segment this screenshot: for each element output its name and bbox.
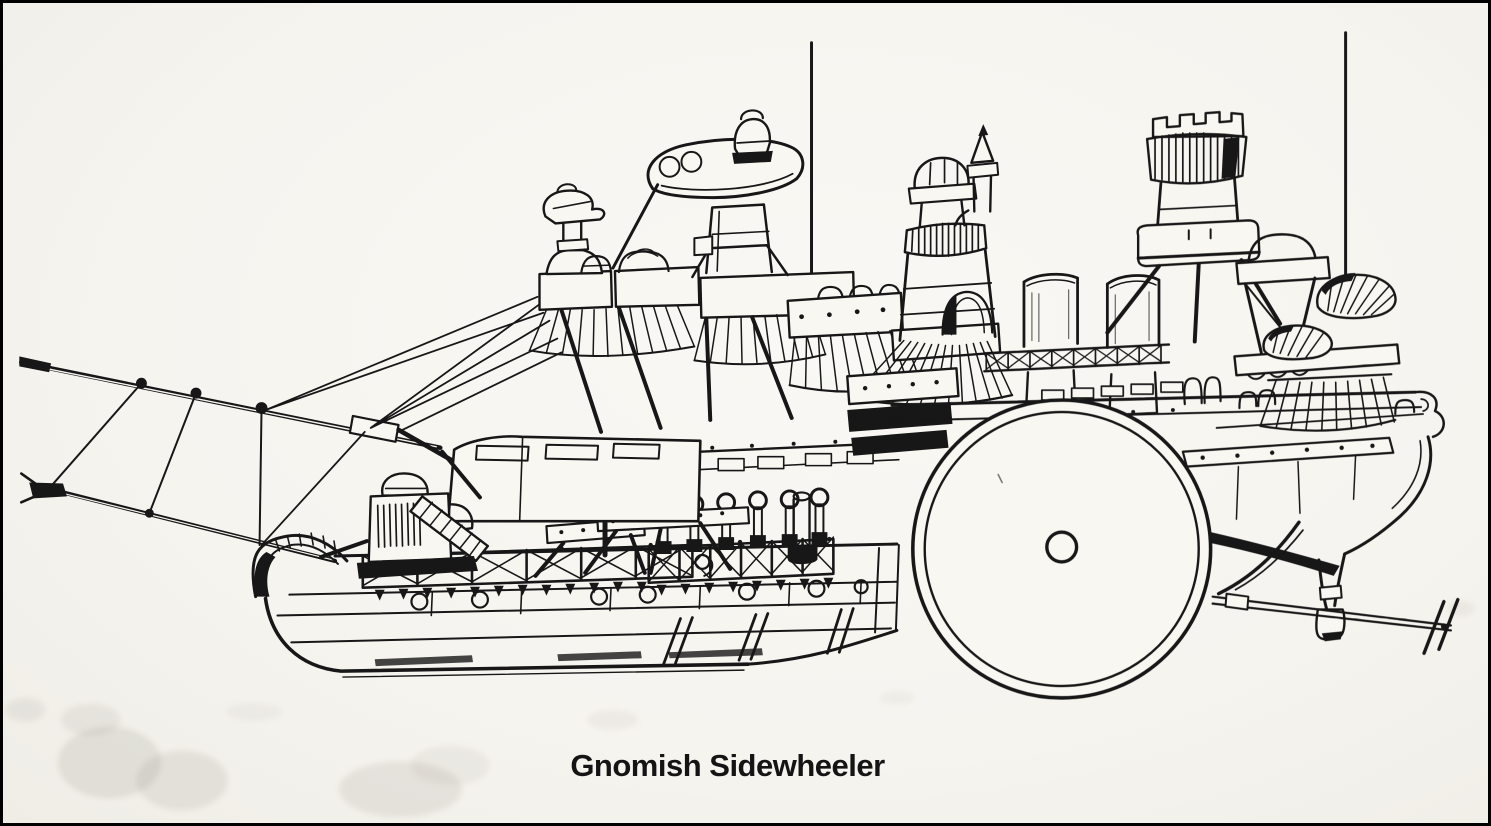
- masts: [810, 31, 1348, 311]
- driver-engine-machine: [356, 449, 490, 579]
- chimney: [954, 124, 1000, 227]
- wheel-hub: [1045, 530, 1079, 564]
- mid-deck-panel: [446, 435, 901, 634]
- castle-turret: [1105, 111, 1283, 344]
- canopy-tower: [611, 109, 805, 279]
- portholes: [410, 579, 869, 611]
- paddle-wheel: [910, 398, 1213, 700]
- illustration-caption: Gnomish Sidewheeler: [570, 748, 885, 783]
- central-platform-towers: [528, 109, 921, 434]
- periscope-tower: [542, 183, 606, 276]
- mushroom-vent-small: [1262, 324, 1333, 361]
- steering-pole: [1211, 592, 1460, 655]
- gnomish-sidewheeler-illustration: [5, 31, 1475, 818]
- page-bleed-through-smudges: [5, 600, 1475, 818]
- aft-dome-structures: [1233, 233, 1416, 432]
- observation-turret: [846, 124, 1014, 456]
- outrigger-rigging: [19, 295, 563, 564]
- mushroom-vent-large: [1316, 273, 1397, 320]
